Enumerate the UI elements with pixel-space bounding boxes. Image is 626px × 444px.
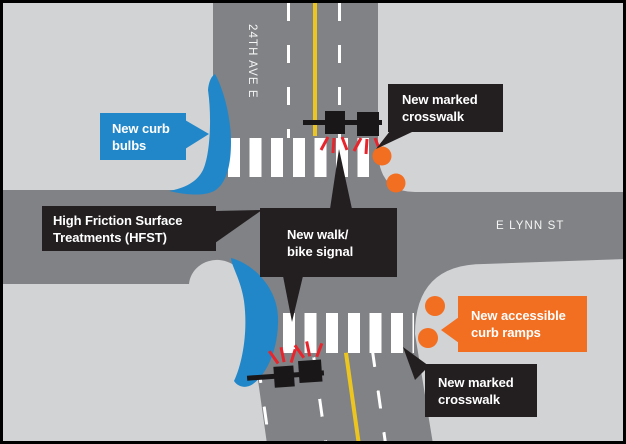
callout-new-marked-crosswalk-bottom: New marked crosswalk [425,364,537,417]
curb-ramp-dot-icon [372,146,392,166]
street-label-24th-ave-e: 24TH AVE E [246,24,258,99]
walk-bike-callout-arrow-up [330,149,352,209]
curb-bulb-north-icon [169,74,231,195]
walk-bike-signal-north-icon [303,111,382,155]
callout-label: New marked crosswalk [438,374,514,407]
curb-ramp-dot-icon [386,173,406,193]
center-line-yellow-top [313,3,317,136]
curb-bulb-south-icon [231,258,279,387]
callout-label: New accessible curb ramps [471,308,566,340]
callout-label: New walk/ bike signal [287,226,354,259]
marked-crosswalk-south [283,313,414,353]
crosswalk-bottom-callout-arrow [403,347,429,380]
callout-hfst: High Friction Surface Treatments (HFST) [42,206,216,251]
street-label-e-lynn-st: E LYNN ST [496,220,565,232]
callout-label: New curb bulbs [112,120,170,153]
walk-bike-callout-arrow-down [283,276,303,322]
lane-line-dashed-left [287,3,290,138]
curb-ramp-dot-icon [425,296,445,316]
curb-ramps-callout-arrow [441,317,459,343]
sidewalk-southwest [0,259,267,444]
hfst-callout-arrow [215,210,262,243]
callout-label: New marked crosswalk [402,92,478,124]
callout-new-walk-bike-signal: New walk/ bike signal [260,208,397,277]
crosswalk-top-callout-arrow [376,131,412,149]
curb-bulbs-callout-arrow [185,120,209,149]
walk-bike-signal-south-icon [246,341,325,388]
callout-new-curb-bulbs: New curb bulbs [100,113,186,160]
lane-line-dashed-right [338,3,341,138]
callout-label: High Friction Surface Treatments (HFST) [53,212,183,245]
callout-new-marked-crosswalk-top: New marked crosswalk [388,84,503,132]
callout-new-accessible-curb-ramps: New accessible curb ramps [458,296,587,352]
curb-ramp-dot-icon [418,328,438,348]
